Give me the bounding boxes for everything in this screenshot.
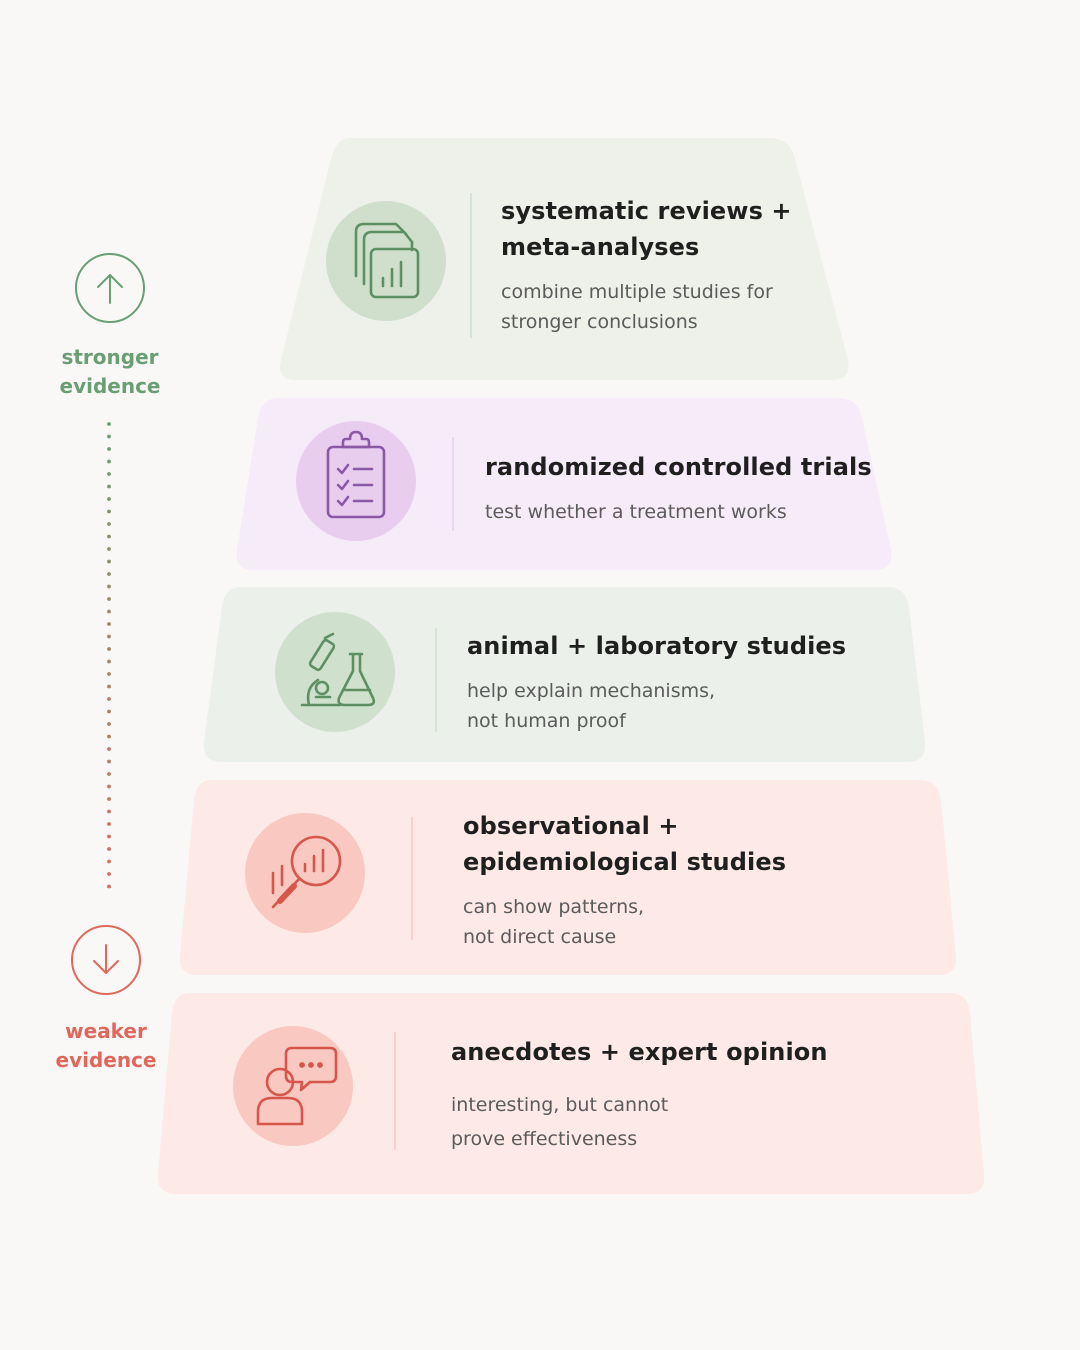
axis-dot bbox=[107, 447, 111, 451]
axis-dot bbox=[107, 422, 111, 426]
tier-3-title: animal + laboratory studies bbox=[467, 632, 847, 660]
tier-2-text: randomized controlled trials test whethe… bbox=[485, 449, 872, 527]
axis-dot bbox=[107, 747, 111, 751]
tier-4-icon-circle bbox=[245, 813, 365, 933]
axis-dot bbox=[107, 734, 111, 739]
axis-dot bbox=[107, 609, 111, 614]
axis-dot bbox=[107, 572, 111, 576]
arrow-down-icon bbox=[93, 944, 119, 974]
arrow-up-icon bbox=[97, 274, 123, 304]
axis-dot bbox=[107, 634, 111, 639]
axis-dot bbox=[107, 822, 111, 826]
axis-dot bbox=[107, 722, 111, 726]
axis-dot bbox=[107, 522, 111, 526]
axis-dot bbox=[107, 547, 111, 551]
axis-dot bbox=[107, 872, 111, 876]
axis-dot bbox=[107, 484, 111, 489]
tier-3-icon-circle bbox=[275, 612, 395, 732]
axis-dot bbox=[107, 559, 111, 564]
stronger-circle bbox=[75, 253, 145, 323]
tier-2-title: randomized controlled trials bbox=[485, 453, 872, 481]
weaker-evidence-label: weaker evidence bbox=[55, 1019, 157, 1072]
axis-dot bbox=[107, 509, 111, 514]
tier-2-icon-circle bbox=[296, 421, 416, 541]
tier-1-title: systematic reviews + meta-analyses bbox=[501, 197, 792, 261]
tier-5-description: interesting, but cannot prove effectiven… bbox=[451, 1094, 669, 1150]
axis-dot bbox=[107, 809, 111, 814]
axis-dot bbox=[107, 659, 111, 664]
axis-dot bbox=[107, 684, 111, 689]
tier-3-text: animal + laboratory studies help explain… bbox=[467, 628, 846, 736]
axis-dot bbox=[107, 884, 111, 889]
axis-dot bbox=[107, 622, 111, 626]
weaker-circle bbox=[71, 925, 141, 995]
axis-dot bbox=[107, 534, 111, 539]
axis-dot bbox=[107, 797, 111, 801]
axis-dot bbox=[107, 584, 111, 589]
tier-4-description: can show patterns, not direct cause bbox=[463, 896, 645, 948]
stronger-evidence-label: stronger evidence bbox=[59, 345, 161, 398]
tier-4-title: observational + epidemiological studies bbox=[463, 812, 787, 876]
clipboard-checklist-icon bbox=[326, 430, 386, 519]
tier-2-description: test whether a treatment works bbox=[485, 501, 787, 523]
tier-5-text: anecdotes + expert opinion interesting, … bbox=[451, 1034, 828, 1156]
tier-5-title: anecdotes + expert opinion bbox=[451, 1038, 828, 1066]
person-speech-bubble-icon bbox=[256, 1046, 338, 1126]
axis-dot bbox=[107, 847, 111, 851]
axis-dot bbox=[107, 772, 111, 776]
tier-5-shape bbox=[157, 993, 985, 1194]
axis-dot bbox=[107, 834, 111, 839]
tier-1-icon-circle bbox=[326, 201, 446, 321]
axis-dot bbox=[107, 759, 111, 764]
axis-dot bbox=[107, 497, 111, 501]
evidence-axis-dots bbox=[107, 422, 111, 889]
axis-dot bbox=[107, 672, 111, 676]
tier-4-shape bbox=[179, 780, 957, 975]
tier-3-description: help explain mechanisms, not human proof bbox=[467, 680, 716, 732]
tier-1-description: combine multiple studies for stronger co… bbox=[501, 281, 773, 333]
axis-dot bbox=[107, 459, 111, 464]
tier-1-shape bbox=[280, 138, 849, 380]
tier-1-text: systematic reviews + meta-analyses combi… bbox=[501, 193, 792, 337]
axis-dot bbox=[107, 709, 111, 714]
tier-3-shape bbox=[203, 587, 926, 762]
axis-dot bbox=[107, 647, 111, 651]
tier-4-text: observational + epidemiological studies … bbox=[463, 808, 786, 952]
axis-dot bbox=[107, 597, 111, 601]
axis-dot bbox=[107, 859, 111, 864]
microscope-flask-icon bbox=[300, 632, 376, 707]
axis-dot bbox=[107, 434, 111, 439]
axis-dot bbox=[107, 472, 111, 476]
magnifier-chart-icon bbox=[271, 835, 342, 909]
axis-dot bbox=[107, 697, 111, 701]
axis-dot bbox=[107, 784, 111, 789]
stacked-documents-chart-icon bbox=[354, 222, 420, 299]
